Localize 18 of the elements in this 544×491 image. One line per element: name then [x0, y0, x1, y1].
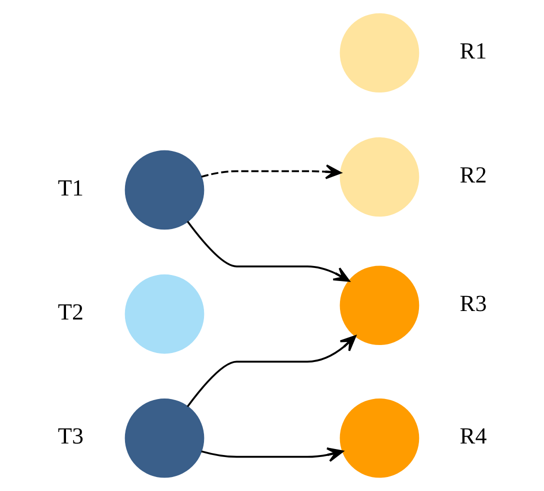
arrow [201, 164, 342, 180]
node-circle [124, 398, 204, 478]
node-circle [124, 150, 204, 230]
node-label: T2 [58, 298, 84, 325]
node-circle [340, 137, 420, 217]
node-label: R1 [460, 37, 487, 64]
node-label: R3 [460, 290, 487, 316]
node-label: R2 [460, 161, 487, 188]
node-label: T3 [58, 422, 84, 449]
node-circle [340, 266, 420, 346]
node-circle [124, 274, 204, 354]
node-label: R4 [460, 422, 487, 449]
node-circle [340, 13, 420, 93]
arrow [186, 335, 356, 408]
arrow [201, 447, 344, 462]
node-circle [340, 398, 420, 478]
node-label: T1 [58, 174, 84, 200]
arrow [186, 220, 350, 282]
